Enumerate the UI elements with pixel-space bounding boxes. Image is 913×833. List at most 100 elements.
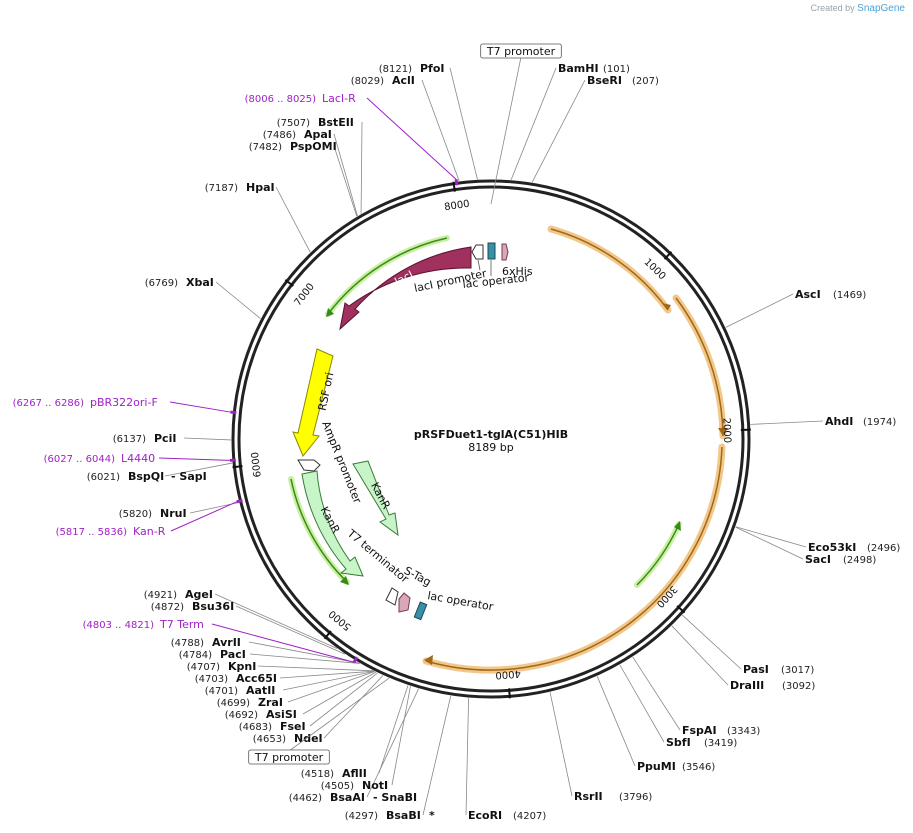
site-leader-NdeI (323, 675, 384, 739)
site-pos-BsaBI: (4297) (345, 811, 378, 822)
site-leader-EcoRI (465, 698, 469, 816)
site-name-BsaAI: BsaAI (330, 791, 365, 804)
green-orf-top-line (327, 237, 448, 315)
site-pos-PasI: (3017) (781, 665, 814, 676)
orf-arc-3-arrow (424, 655, 433, 665)
site-pos-FspAI: (3343) (727, 726, 760, 737)
boxed-frame-0 (480, 43, 562, 59)
primer-leader-Kan-R (170, 501, 237, 532)
tick-label-8000: 8000 (444, 199, 471, 214)
site-leader-PciI (183, 437, 232, 441)
site-pos-PacI: (4784) (179, 650, 212, 661)
site-name-PasI: PasI (743, 663, 769, 676)
orf-arc-2-line (675, 297, 724, 437)
site-name-Eco53kI: Eco53kI (808, 541, 856, 554)
tick-5000 (323, 630, 332, 640)
site-name-Acc65I: Acc65I (236, 672, 277, 685)
site-pos-AatII: (4701) (205, 686, 238, 697)
primer-name-Kan-R: Kan-R (133, 525, 166, 538)
primer-mark-T7 Term (352, 656, 359, 664)
site-leader-DraIII (671, 625, 729, 686)
site-leader-SacI (735, 526, 804, 560)
site-pos-NruI: (5820) (119, 509, 152, 520)
primer-leader-pBR322ori-F (169, 401, 231, 413)
site-pos-AgeI: (4921) (144, 590, 177, 601)
site-leader-BsaAI (366, 688, 420, 798)
boxed-text-1: T7 promoter (254, 751, 324, 764)
boxed-leader-0 (490, 56, 522, 205)
tick-6000 (232, 465, 243, 469)
site-name-AvrII: AvrII (212, 636, 241, 649)
green-orf-left-line (290, 478, 348, 583)
primer-range-Kan-R: (5817 .. 5836) (56, 527, 128, 538)
site-name-RsrII: RsrII (574, 790, 603, 803)
site-name-PspOMI: PspOMI (290, 140, 337, 153)
site-name-DraIII: DraIII (730, 679, 764, 692)
site-name-PfoI: PfoI (420, 62, 445, 75)
site-pos-EcoRI: (4207) (513, 811, 546, 822)
tick-label-4000: 4000 (495, 667, 521, 680)
site-leader-Acc65I (279, 670, 375, 679)
site-leader-BsaBI (422, 695, 452, 816)
backbone-inner (237, 185, 745, 693)
orf-arc-2 (672, 294, 727, 440)
primer-mark-Kan-R (236, 498, 243, 504)
site-pos-AclI: (8029) (351, 76, 384, 87)
site-name-NotI: NotI (362, 779, 388, 792)
site-leader-KpnI (257, 665, 374, 672)
feature-6xhis-label: 6xHis (502, 265, 533, 278)
site-name-KpnI: KpnI (228, 660, 256, 673)
site-name-AclI: AclI (392, 74, 415, 87)
backbone-outer (231, 179, 751, 699)
site-pos-HpaI: (7187) (205, 183, 238, 194)
feature-laci (339, 246, 472, 331)
site-pos-NotI: (4505) (321, 781, 354, 792)
site-pos-PciI: (6137) (113, 434, 146, 445)
site-leader-PasI (682, 614, 742, 670)
site-leader-AgeI (214, 593, 338, 649)
green-orf-right-line (636, 523, 680, 586)
site-name-XbaI: XbaI (186, 276, 214, 289)
orf-arc-1-line (550, 228, 669, 311)
primer-name-L4440: L4440 (121, 452, 155, 465)
primer-leader-T7 Term (211, 623, 355, 663)
site-name-BspQI: BspQI (128, 470, 164, 483)
feature-kanr-left (301, 470, 364, 577)
primer-mark-pBR322ori-F (230, 410, 237, 415)
site-name-Bsu36I: Bsu36I (192, 600, 234, 613)
site-leader-AclI (421, 79, 460, 182)
site-leader-PpuMI (596, 676, 636, 767)
primer-range-LacI-R: (8006 .. 8025) (245, 94, 317, 105)
primer-range-pBR322ori-F: (6267 .. 6286) (13, 398, 85, 409)
site-pos-RsrII: (3796) (619, 792, 652, 803)
site-name-BseRI: BseRI (587, 74, 622, 87)
tick-label-2000: 2000 (720, 418, 732, 444)
site-leader-Bsu36I (235, 605, 346, 655)
site-leader-NotI (391, 686, 411, 786)
site-leader-XbaI (215, 281, 261, 319)
site-leader-RsrII (549, 692, 573, 797)
site-pos-BseRI: (207) (632, 76, 659, 87)
feature-t7-terminator-label: T7 terminator (344, 526, 411, 586)
primer-name-pBR322ori-F: pBR322ori-F (90, 396, 158, 409)
site-name-AhdI: AhdI (825, 415, 853, 428)
site-pos-ApaI: (7486) (263, 130, 296, 141)
site-name-PpuMI: PpuMI (637, 760, 676, 773)
site-pos-AscI: (1469) (833, 290, 866, 301)
tick-7000 (284, 279, 294, 287)
primer-leader-LacI-R (366, 97, 457, 180)
credit-prefix: Created by (810, 3, 855, 13)
site-pos-NdeI: (4653) (253, 734, 286, 745)
site-pos-SacI: (2498) (843, 555, 876, 566)
site-name-PacI: PacI (220, 648, 246, 661)
site-leader-AatII (282, 670, 375, 691)
feature-laci-promoter (471, 244, 484, 260)
site-leader-AvrII (248, 641, 360, 664)
site-name-AscI: AscI (795, 288, 821, 301)
site-pos-AsiSI: (4692) (225, 710, 258, 721)
primers: LacI-R(8006 .. 8025)pBR322ori-F(6267 .. … (13, 92, 459, 664)
site-name-AgeI: AgeI (185, 588, 213, 601)
site-pos-XbaI: (6769) (145, 278, 178, 289)
site-name-SbfI: SbfI (666, 736, 691, 749)
